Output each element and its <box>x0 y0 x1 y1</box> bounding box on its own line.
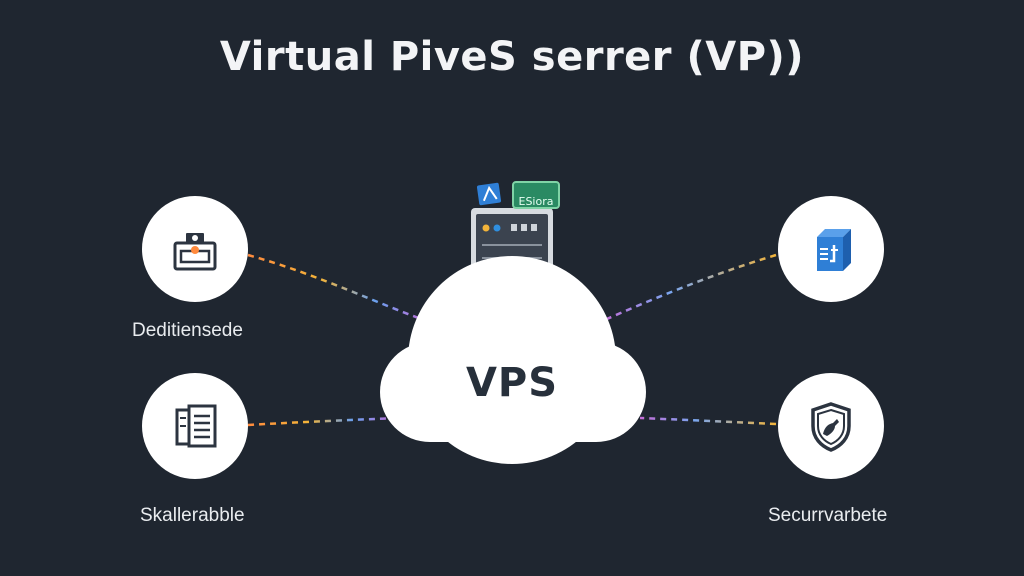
node-cube <box>778 196 884 302</box>
node-dedicated <box>142 196 248 302</box>
document-icon <box>175 404 217 448</box>
connector-bottom-right <box>639 416 777 426</box>
shield-icon <box>811 402 851 452</box>
server-badge: ESiora <box>512 181 560 209</box>
cube-icon <box>817 229 851 271</box>
label-security: Securrvarbete <box>768 505 888 526</box>
connector-bottom-left <box>247 416 399 427</box>
diagram-title: Virtual PiveS serrer (VP)) <box>219 34 805 80</box>
label-scalable: Skallerabble <box>140 505 245 526</box>
connector-top-left <box>247 253 431 324</box>
camera-icon <box>173 233 217 271</box>
node-scalable <box>142 373 248 479</box>
vps-label: VPS <box>465 360 559 406</box>
node-security <box>778 373 884 479</box>
connector-top-right <box>599 253 777 324</box>
label-dedicated: Deditiensede <box>132 320 243 341</box>
